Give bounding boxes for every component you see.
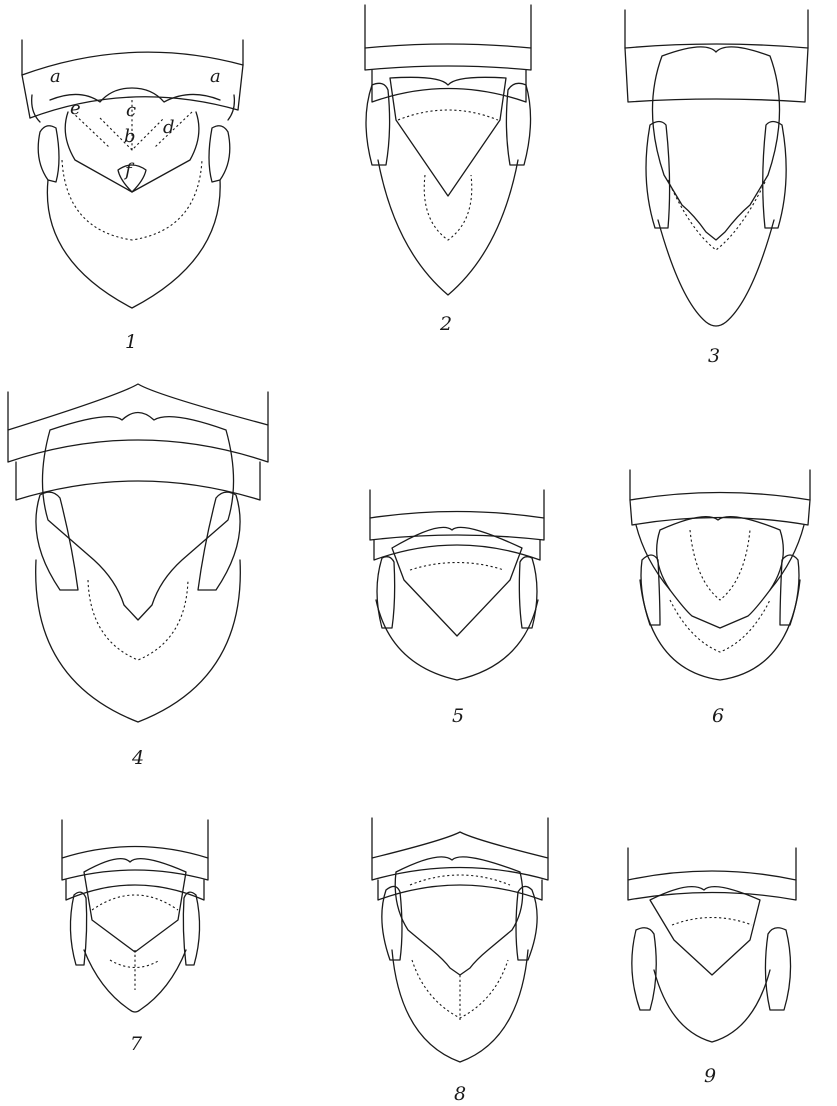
figure-7: 7 (62, 820, 208, 1055)
figure-number-9: 9 (704, 1065, 716, 1087)
figure-number-7: 7 (130, 1033, 143, 1055)
label-a-left: a (50, 66, 61, 87)
figure-number-8: 8 (454, 1083, 466, 1105)
figure-6: 6 (630, 470, 810, 727)
figure-number-1: 1 (125, 331, 137, 353)
figure-9: 9 (628, 848, 796, 1087)
figure-4: 4 (8, 384, 268, 769)
label-d: d (163, 117, 175, 138)
figure-number-4: 4 (131, 747, 144, 769)
figure-3: 3 (625, 10, 808, 367)
label-f: f (123, 160, 135, 181)
figure-8: 8 (372, 818, 548, 1105)
figure-number-6: 6 (712, 705, 724, 727)
label-c: c (126, 100, 136, 121)
figure-5: 5 (370, 490, 544, 727)
figure-2: 2 (365, 5, 531, 335)
label-e: e (70, 98, 81, 119)
label-b: b (124, 126, 136, 147)
figure-number-5: 5 (452, 705, 464, 727)
figure-1: a a e c b d f 1 (22, 40, 243, 353)
label-a-right: a (210, 66, 221, 87)
figure-number-3: 3 (708, 345, 720, 367)
figure-number-2: 2 (439, 313, 452, 335)
